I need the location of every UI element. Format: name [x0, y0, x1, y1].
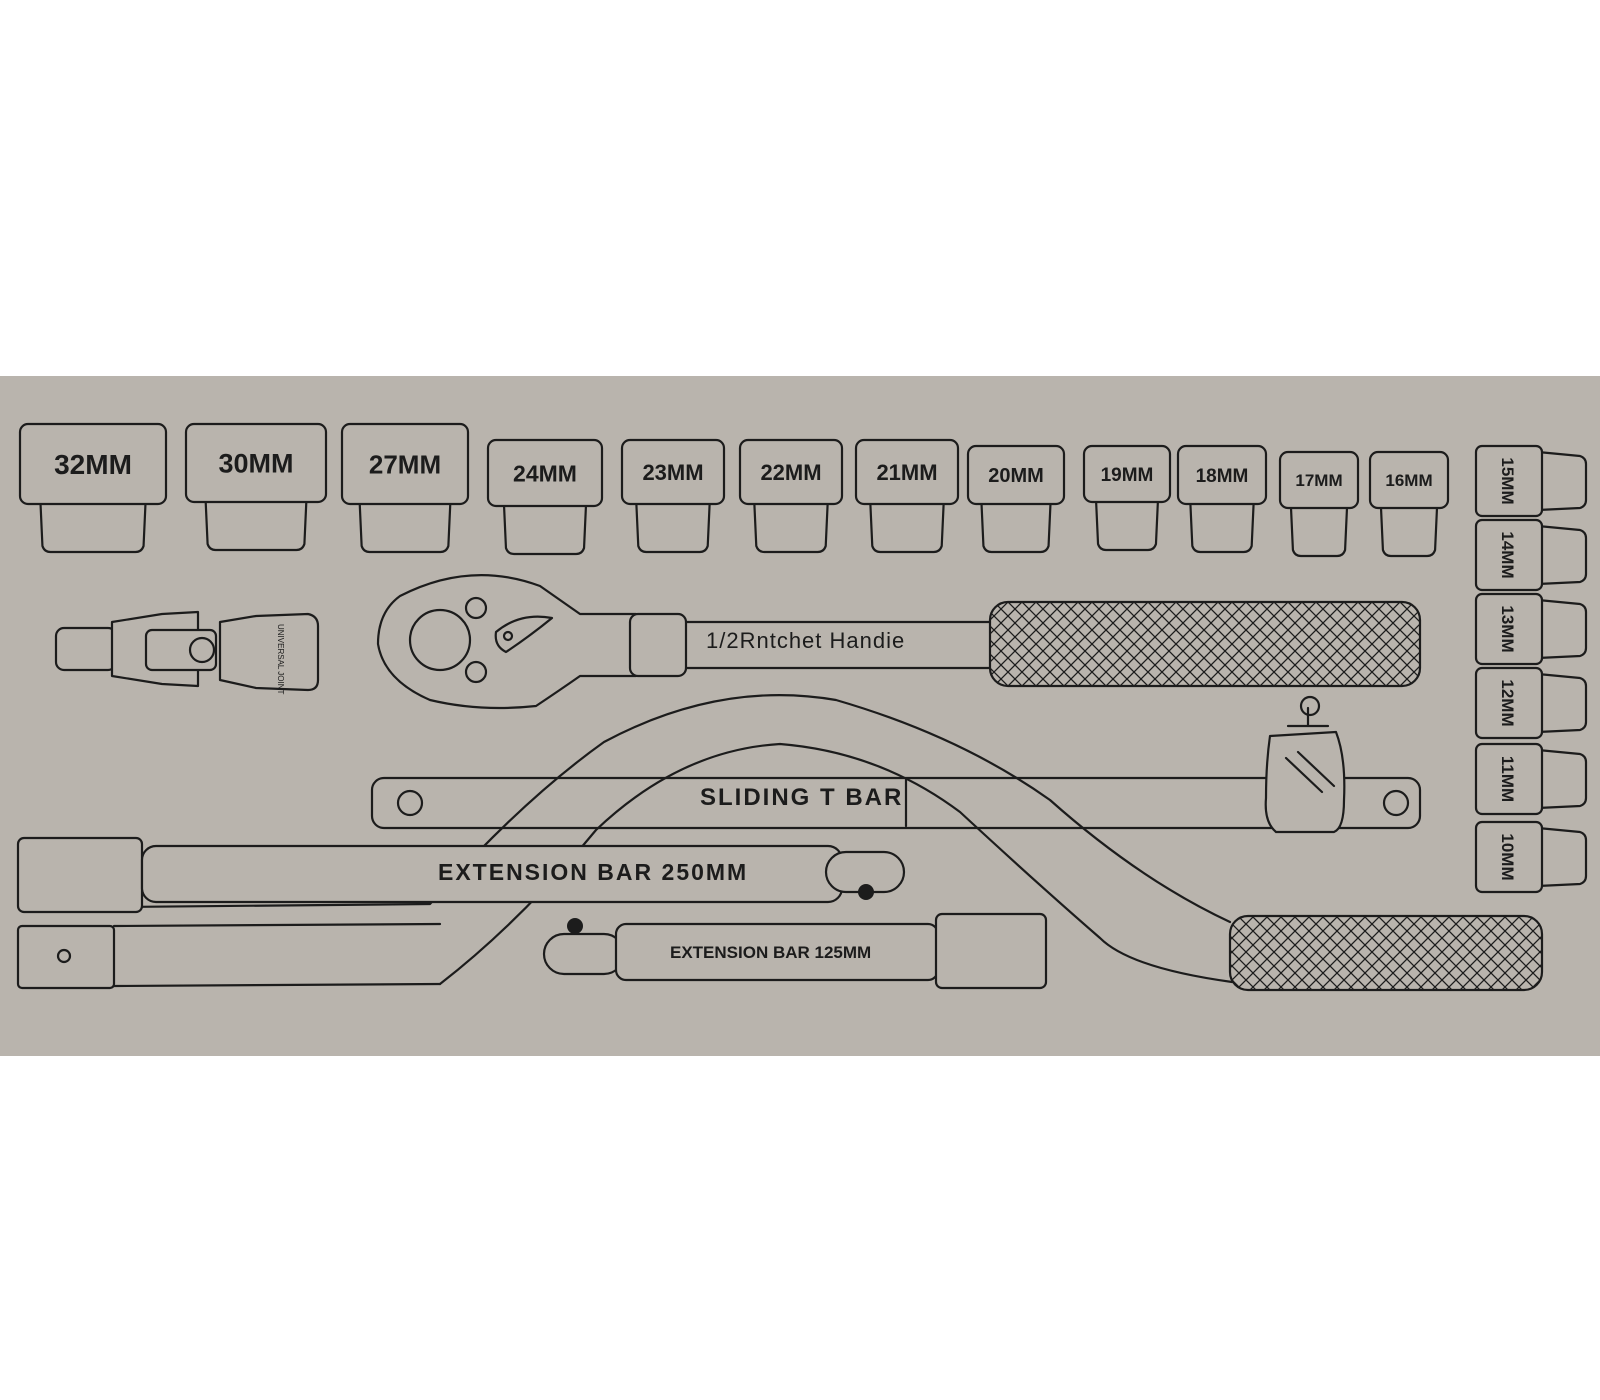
l-bar-end [16, 922, 442, 990]
socket-12mm: 12MM [1474, 666, 1588, 740]
socket-24mm: 24MM [486, 438, 604, 556]
socket-label: 19MM [1101, 465, 1154, 486]
socket-label: 21MM [876, 460, 937, 485]
socket-16mm: 16MM [1368, 450, 1450, 558]
extension-125-label: EXTENSION BAR 125MM [670, 943, 871, 962]
socket-label: 22MM [760, 460, 821, 485]
socket-15mm: 15MM [1474, 444, 1588, 518]
socket-label: 27MM [369, 449, 441, 479]
socket-10mm: 10MM [1474, 820, 1588, 894]
l-bar-grip [1228, 914, 1544, 992]
socket-label: 15MM [1498, 457, 1517, 504]
sliding-t-bar: SLIDING T BAR [370, 695, 1422, 834]
socket-20mm: 20MM [966, 444, 1066, 554]
socket-13mm: 13MM [1474, 592, 1588, 666]
universal-joint-label: UNIVERSAL JOINT [276, 624, 285, 694]
socket-label: 16MM [1385, 471, 1432, 490]
universal-joint: UNIVERSAL JOINT [54, 610, 320, 694]
extension-bar-250: EXTENSION BAR 250MM [16, 836, 906, 914]
sockets-side-column: 15MM 14MM 13MM 12MM 11MM 10MM [1474, 444, 1588, 894]
socket-label: 23MM [642, 460, 703, 485]
socket-label: 20MM [988, 465, 1044, 487]
socket-19mm: 19MM [1082, 444, 1172, 552]
socket-18mm: 18MM [1176, 444, 1268, 554]
socket-label: 24MM [513, 460, 577, 486]
extension-bar-125: EXTENSION BAR 125MM [542, 912, 1048, 990]
socket-17mm: 17MM [1278, 450, 1360, 558]
socket-21mm: 21MM [854, 438, 960, 554]
extension-250-label: EXTENSION BAR 250MM [438, 859, 748, 885]
socket-label: 32MM [54, 449, 132, 480]
socket-label: 13MM [1498, 605, 1517, 652]
socket-27mm: 27MM [340, 422, 470, 554]
socket-32mm: 32MM [18, 422, 168, 554]
ratchet-handle-label: 1/2Rntchet Handie [706, 628, 905, 653]
socket-label: 17MM [1295, 471, 1342, 490]
socket-label: 12MM [1498, 679, 1517, 726]
sliding-t-bar-label: SLIDING T BAR [700, 784, 903, 811]
socket-label: 10MM [1498, 833, 1517, 880]
sockets-top-row: 32MM 30MM 27MM 24MM 23MM 22MM 21MM 20MM 19MM 18MM… [18, 422, 1450, 558]
ratchet-handle: 1/2Rntchet Handie [376, 574, 1422, 710]
socket-14mm: 14MM [1474, 518, 1588, 592]
socket-label: 14MM [1498, 531, 1517, 578]
socket-label: 18MM [1196, 466, 1249, 487]
socket-label: 30MM [218, 449, 293, 479]
socket-11mm: 11MM [1474, 742, 1588, 816]
socket-22mm: 22MM [738, 438, 844, 554]
socket-30mm: 30MM [184, 422, 328, 552]
socket-23mm: 23MM [620, 438, 726, 554]
socket-label: 11MM [1498, 756, 1517, 802]
ratchet-grip [988, 600, 1422, 688]
